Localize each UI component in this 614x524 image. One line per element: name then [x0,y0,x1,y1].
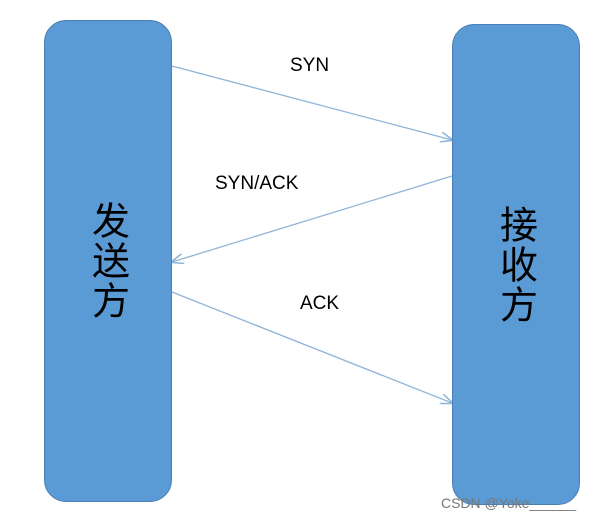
syn-arrow [171,65,452,140]
receiver-label: 接收方 [493,204,538,325]
receiver-box: 接收方 [452,24,580,505]
syn-label: SYN [290,55,330,76]
sender-box: 发送方 [44,20,172,502]
sender-label: 发送方 [85,201,130,321]
synack-arrow [172,175,453,262]
ack-arrow [171,291,452,403]
ack-label: ACK [300,293,340,314]
watermark: CSDN @Yoke______ [441,495,577,511]
synack-label: SYN/ACK [215,173,299,194]
